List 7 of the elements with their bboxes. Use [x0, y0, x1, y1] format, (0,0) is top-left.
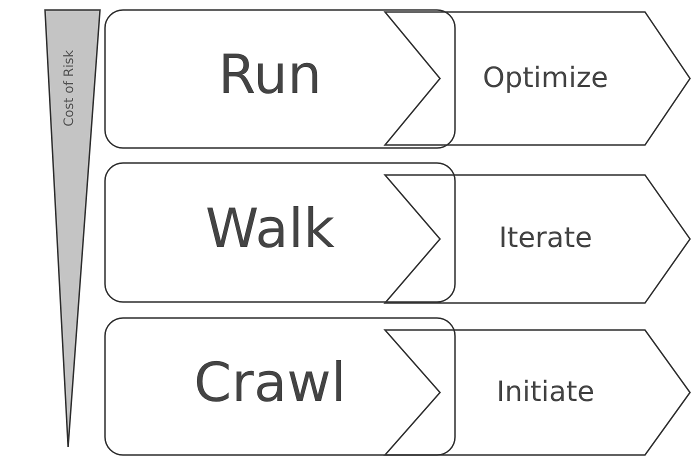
chevron-label: Initiate: [496, 374, 596, 408]
triangle-label: Cost of Risk: [62, 50, 77, 127]
chevron-label: Iterate: [498, 221, 594, 254]
stage-label: Crawl: [192, 350, 348, 414]
chevron-label: Optimize: [482, 60, 610, 94]
stage-label: Walk: [204, 196, 336, 260]
stage-label: Run: [217, 43, 323, 106]
